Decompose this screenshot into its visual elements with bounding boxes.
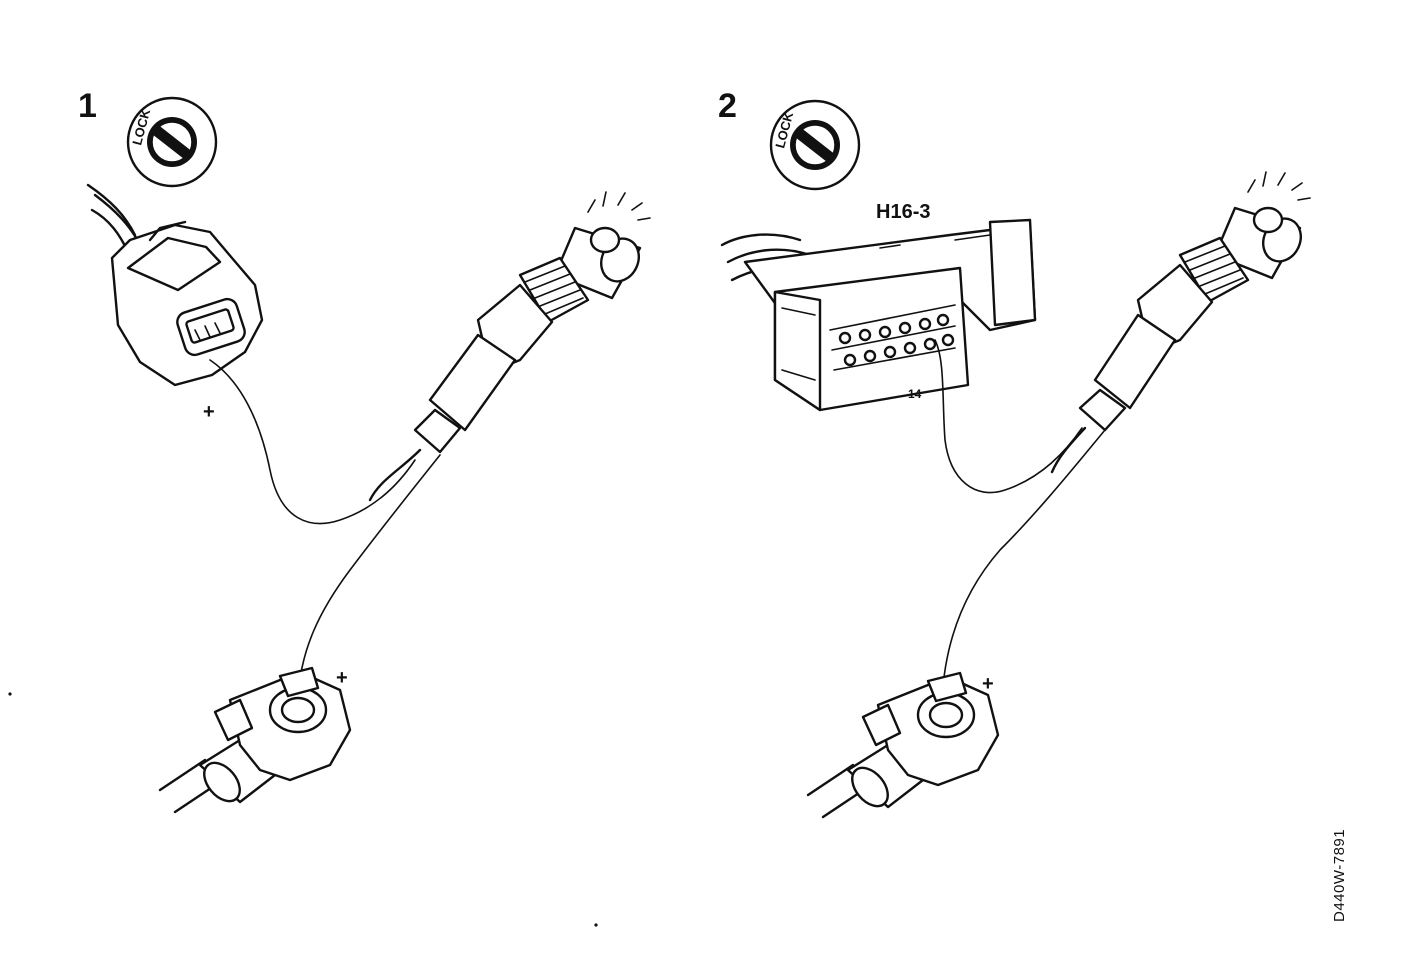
panel-1: 1 LOCK + bbox=[78, 87, 651, 814]
plus-sign-clamp-2: + bbox=[982, 673, 994, 695]
ignition-key-lock-icon: LOCK bbox=[769, 99, 861, 191]
clamp-lead-1 bbox=[297, 454, 441, 701]
plus-sign-connector-1: + bbox=[203, 401, 215, 423]
clamp-lead-2 bbox=[941, 429, 1106, 701]
test-lamp-icon bbox=[1050, 171, 1311, 474]
probe-lead-1 bbox=[209, 359, 416, 525]
scan-speck bbox=[8, 692, 12, 696]
ignition-key-lock-icon: LOCK bbox=[126, 96, 218, 188]
connector-pins bbox=[838, 313, 955, 367]
figure-code: D440W-7891 bbox=[1331, 829, 1348, 922]
plus-sign-clamp-1: + bbox=[336, 667, 348, 689]
battery-terminal-clamp-icon bbox=[806, 671, 1000, 819]
panel-2: 2 LOCK H16-3 bbox=[718, 87, 1311, 819]
scan-speck bbox=[594, 923, 598, 927]
step-number-1: 1 bbox=[78, 87, 97, 125]
connector-label-h16-3: H16-3 bbox=[876, 201, 930, 223]
probe-lead-2 bbox=[934, 339, 1083, 494]
step-number-2: 2 bbox=[718, 87, 737, 125]
test-lamp-icon bbox=[368, 191, 651, 502]
connector-plug-icon bbox=[720, 218, 1037, 412]
pin-label-14: 14 bbox=[908, 387, 922, 401]
connector-plug-icon bbox=[86, 183, 264, 387]
battery-terminal-clamp-icon bbox=[158, 666, 352, 814]
